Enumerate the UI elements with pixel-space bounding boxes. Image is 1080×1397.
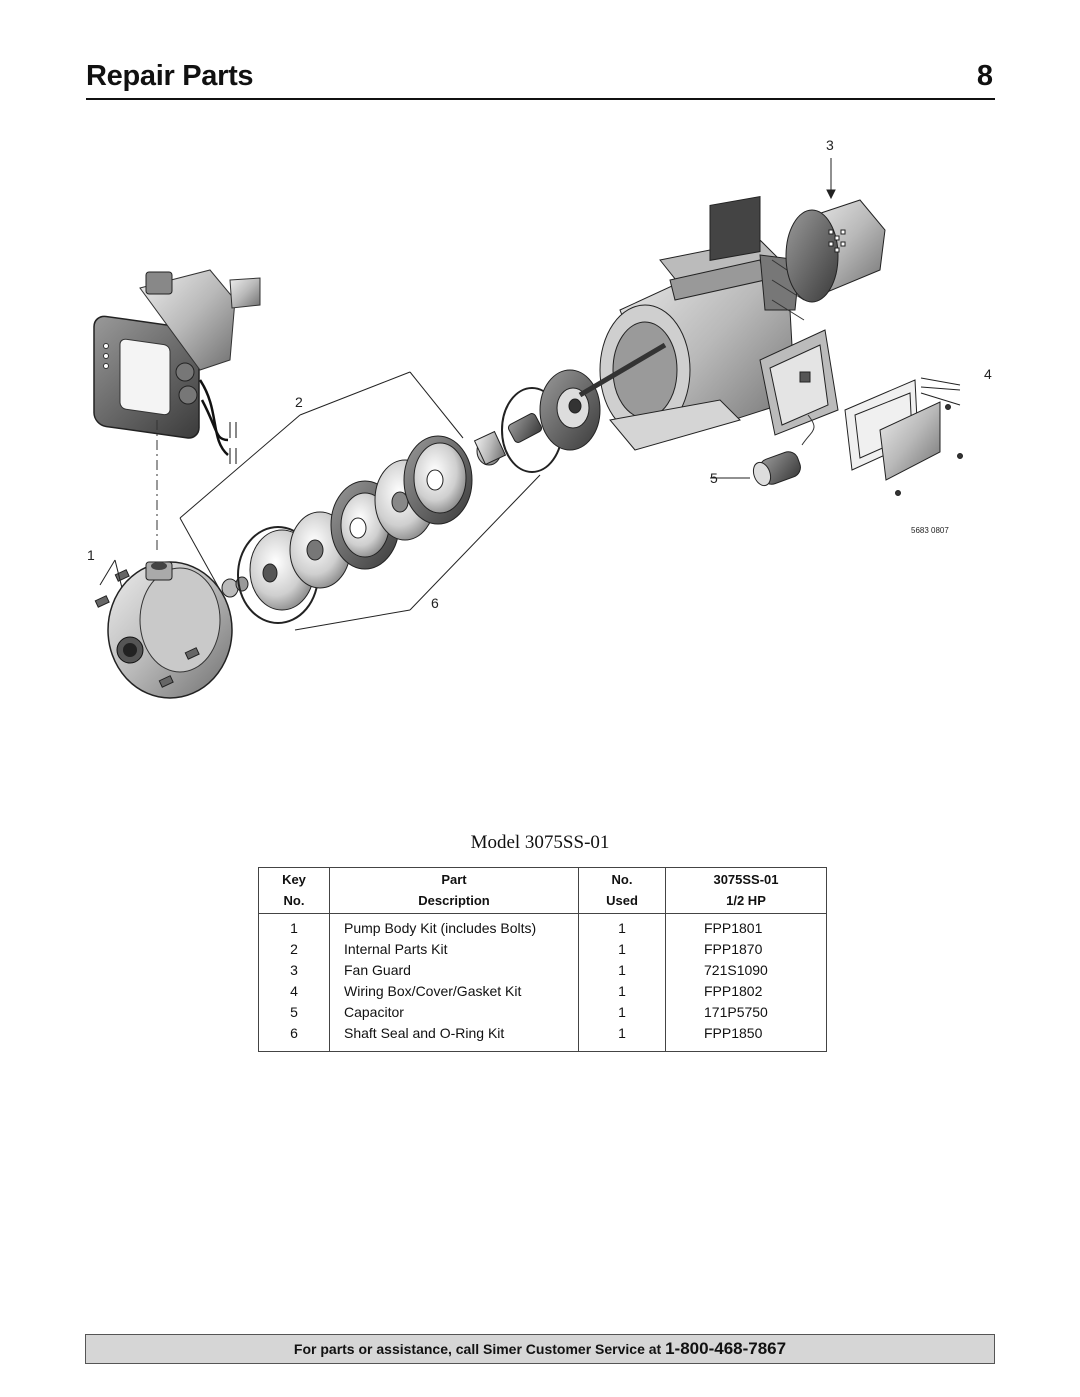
key-cell: 5 — [258, 1002, 330, 1023]
callout-6: 6 — [431, 595, 439, 611]
description-cell: Wiring Box/Cover/Gasket Kit — [329, 981, 579, 1002]
callout-3: 3 — [826, 137, 834, 153]
key-cell: 6 — [258, 1023, 330, 1052]
description-cell: Fan Guard — [329, 960, 579, 981]
key-cell: 1 — [258, 913, 330, 939]
header-key-no: No. — [258, 889, 330, 914]
shaft-seal — [501, 369, 601, 473]
table-row: 6 Shaft Seal and O-Ring Kit 1 FPP1850 — [258, 1023, 827, 1052]
table-row: 5 Capacitor 1 171P5750 — [258, 1002, 827, 1023]
table-header-row: Key Part No. 3075SS-01 — [258, 867, 827, 889]
callout-2: 2 — [295, 394, 303, 410]
page-title: Repair Parts — [86, 60, 254, 92]
key-cell: 4 — [258, 981, 330, 1002]
description-cell: Pump Body Kit (includes Bolts) — [329, 913, 579, 939]
table-row: 4 Wiring Box/Cover/Gasket Kit 1 FPP1802 — [258, 981, 827, 1002]
description-cell: Capacitor — [329, 1002, 579, 1023]
part-number-cell: FPP1850 — [704, 1025, 763, 1041]
description-cell: Shaft Seal and O-Ring Kit — [329, 1023, 579, 1052]
page-number: 8 — [976, 60, 993, 92]
table-row: 1 Pump Body Kit (includes Bolts) 1 FPP18… — [258, 913, 827, 939]
customer-service-text: For parts or assistance, call Simer Cust… — [86, 1339, 994, 1359]
description-cell: Internal Parts Kit — [329, 939, 579, 960]
header-description: Description — [329, 889, 579, 914]
used-cell: 1 — [578, 1002, 666, 1023]
part-number-cell: FPP1801 — [704, 920, 763, 936]
body-bolts — [94, 569, 200, 688]
callout-4: 4 — [984, 366, 992, 382]
header-hp: 1/2 HP — [665, 889, 827, 914]
header-key: Key — [258, 867, 330, 889]
used-cell: 1 — [578, 1023, 666, 1052]
used-cell: 1 — [578, 960, 666, 981]
wiring-box — [759, 329, 963, 496]
footer-text: For parts or assistance, call Simer Cust… — [293, 1341, 662, 1357]
callout-1: 1 — [87, 547, 95, 563]
part-number-cell: 171P5750 — [704, 1004, 768, 1020]
motor — [578, 195, 805, 451]
callout-5: 5 — [710, 470, 718, 486]
used-cell: 1 — [578, 939, 666, 960]
figure-code: 5683 0807 — [911, 526, 949, 535]
pump-body — [107, 561, 233, 699]
customer-service-banner: For parts or assistance, call Simer Cust… — [85, 1334, 995, 1364]
header-part: Part — [329, 867, 579, 889]
header-used: Used — [578, 889, 666, 914]
key-cell: 3 — [258, 960, 330, 981]
exploded-parts-diagram: 3 4 5 2 6 1 5683 0807 — [87, 137, 992, 699]
fan-guard — [785, 199, 886, 303]
header-no: No. — [578, 867, 666, 889]
used-cell: 1 — [578, 981, 666, 1002]
phone-number: 1-800-468-7867 — [665, 1339, 787, 1358]
page-header: Repair Parts 8 — [86, 56, 995, 100]
key-cell: 2 — [258, 939, 330, 960]
part-number-cell: 721S1090 — [704, 962, 768, 978]
leader-lines — [99, 158, 961, 631]
model-title: Model 3075SS-01 — [470, 832, 610, 853]
capacitor — [752, 414, 815, 487]
part-number-cell: FPP1802 — [704, 983, 763, 999]
used-cell: 1 — [578, 913, 666, 939]
header-model: 3075SS-01 — [713, 872, 779, 887]
part-number-cell: FPP1870 — [704, 941, 763, 957]
table-header-row: No. Description Used 1/2 HP — [258, 889, 827, 914]
table-row: 2 Internal Parts Kit 1 FPP1870 — [258, 939, 827, 960]
pressure-controller — [93, 269, 261, 464]
repair-parts-table: Key Part No. 3075SS-01 No. Description U… — [258, 867, 827, 1052]
internal-parts — [221, 430, 507, 624]
table-row: 3 Fan Guard 1 721S1090 — [258, 960, 827, 981]
